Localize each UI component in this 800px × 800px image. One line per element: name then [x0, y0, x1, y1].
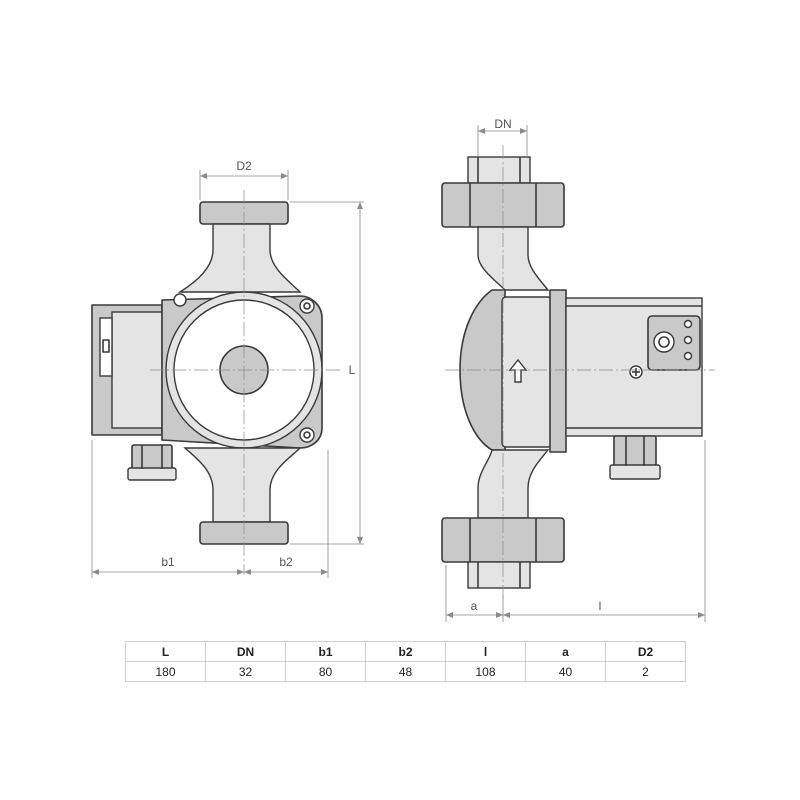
- side-terminal-screw-2: [683, 335, 693, 345]
- flow-direction-arrow-icon: [508, 358, 528, 383]
- spec-value-cell: 108: [445, 661, 526, 682]
- spec-header-cell: DN: [205, 641, 286, 662]
- front-screw-bottom-right: [299, 427, 315, 443]
- front-screw-top-right: [299, 298, 315, 314]
- side-cable-gland-nut: [609, 464, 661, 480]
- side-flange-edge: [549, 289, 567, 453]
- spec-value-cell: 80: [285, 661, 366, 682]
- spec-header-cell: l: [445, 641, 526, 662]
- spec-value-cell: 48: [365, 661, 446, 682]
- dim-label-b2: b2: [279, 555, 293, 569]
- front-screw-top-right-core: [303, 302, 311, 310]
- spec-header-cell: b1: [285, 641, 366, 662]
- front-cable-gland: [131, 444, 173, 470]
- side-cable-gland: [613, 435, 657, 467]
- spec-header-cell: b2: [365, 641, 446, 662]
- side-pump-body: [459, 289, 506, 451]
- front-screw-bottom-right-core: [303, 431, 311, 439]
- dim-label-dn: DN: [494, 117, 511, 131]
- spec-value-cell: 40: [525, 661, 606, 682]
- side-flange-plate: [501, 296, 553, 448]
- front-dimensions: D2 L b1 b2: [91, 159, 364, 578]
- side-terminal-knob-core: [658, 336, 670, 348]
- spec-header-cell: D2: [605, 641, 686, 662]
- dim-label-l-small: l: [599, 599, 602, 613]
- front-upper-neck: [177, 223, 302, 293]
- spec-value-cell: 180: [125, 661, 206, 682]
- side-dimensions: DN a l: [445, 117, 706, 622]
- front-screw-top-left: [173, 293, 187, 307]
- dim-label-l-length: L: [349, 363, 356, 377]
- side-lower-neck: [477, 449, 550, 519]
- pump-side-view: [441, 145, 715, 600]
- specification-table: L DN b1 b2 l a D2 180 32 80 48 108 40 2: [125, 641, 686, 682]
- side-terminal-screw-1: [683, 319, 693, 329]
- dim-label-d2: D2: [236, 159, 252, 173]
- pump-front-view: [91, 190, 340, 575]
- dim-label-a: a: [471, 599, 478, 613]
- side-upper-neck: [477, 226, 550, 291]
- spec-table-value-row: 180 32 80 48 108 40 2: [125, 661, 686, 682]
- front-lower-neck: [183, 447, 302, 523]
- spec-table-header-row: L DN b1 b2 l a D2: [125, 641, 686, 662]
- front-terminal-slot: [102, 339, 110, 353]
- spec-value-cell: 32: [205, 661, 286, 682]
- side-terminal-knob: [653, 331, 675, 353]
- dim-label-b1: b1: [161, 555, 175, 569]
- spec-header-cell: L: [125, 641, 206, 662]
- front-cable-gland-nut: [127, 467, 177, 481]
- spec-value-cell: 2: [605, 661, 686, 682]
- side-terminal-screw-3: [683, 351, 693, 361]
- front-terminal-plate: [99, 317, 113, 377]
- spec-header-cell: a: [525, 641, 606, 662]
